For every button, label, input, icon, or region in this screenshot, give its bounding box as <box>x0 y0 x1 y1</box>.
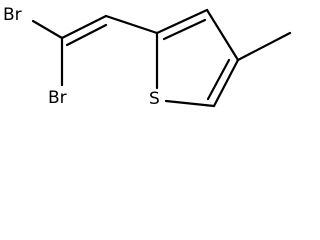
bond-thiophene-c4-c5-double <box>206 58 240 108</box>
bond-methyl <box>236 31 292 62</box>
atom-label-br-bottom: Br <box>48 88 67 108</box>
bond-cbr2-br-top <box>31 19 64 40</box>
bond-vinyl-thiophene <box>104 14 159 35</box>
chemical-structure: Br Br S <box>3 5 292 109</box>
bond-thiophene-c3-c4 <box>205 8 240 62</box>
atom-label-br-top: Br <box>3 5 22 25</box>
bond-vinyl-double <box>60 14 108 47</box>
bond-thiophene-c2-c3-double <box>155 8 209 41</box>
atom-label-sulfur: S <box>149 89 160 109</box>
bond-thiophene-c5-s <box>164 99 216 108</box>
